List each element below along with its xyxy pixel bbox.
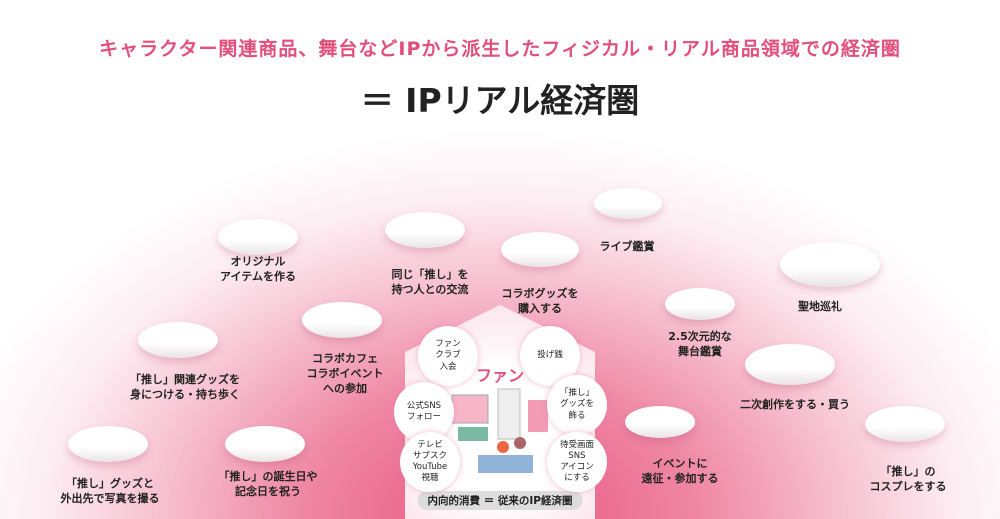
- activity-label-line: アイテムを作る: [220, 269, 296, 283]
- activity-label-line: 聖地巡礼: [798, 300, 842, 313]
- bubble-label-line: 入会: [439, 361, 457, 372]
- bubble-label-line: ファン: [435, 339, 461, 350]
- activity-label: 「推し」のコスプレをする: [870, 465, 947, 495]
- activity-platform: [780, 242, 880, 287]
- activity-platform: [501, 232, 579, 268]
- activity-platform: [625, 406, 695, 438]
- activity-label: 聖地巡礼: [798, 300, 842, 315]
- activity-label-line: イベントに: [652, 457, 708, 470]
- subtitle: キャラクター関連商品、舞台などIPから派生したフィジカル・リアル商品領域での経済…: [99, 38, 901, 60]
- activity-label-line: ライブ鑑賞: [599, 240, 655, 253]
- activity-platform: [302, 302, 382, 338]
- activity-label-line: 身につける・持ち歩く: [130, 387, 240, 401]
- bubble-label-line: サブスク: [412, 450, 447, 461]
- activity-label-line: 「推し」関連グッズを: [130, 373, 240, 386]
- activity-label-line: 2.5次元的な: [668, 330, 732, 343]
- activity-label-line: 「推し」の誕生日や: [218, 470, 318, 483]
- activity-label-line: 外出先で写真を撮る: [60, 491, 160, 505]
- page-title: ＝ IPリアル経済圏: [360, 81, 640, 120]
- activity-label: イベントに遠征・参加する: [642, 457, 719, 487]
- bubble-label-line: にする: [564, 473, 590, 484]
- bubble-label-line: YouTube: [412, 462, 448, 472]
- activity-platform: [225, 426, 305, 462]
- activity-platform: [865, 406, 945, 442]
- living-room-illustration: [451, 388, 548, 473]
- activity-label-line: 購入する: [518, 301, 562, 315]
- activity-label-line: 「推し」の: [880, 465, 936, 478]
- activity-label-line: 舞台鑑賞: [678, 344, 722, 358]
- activity-label: オリジナルアイテムを作る: [220, 255, 296, 285]
- activity-label-line: コラボグッズを: [501, 287, 579, 300]
- activity-label: コラボグッズを購入する: [502, 287, 579, 317]
- activity-label: 「推し」グッズと外出先で写真を撮る: [61, 477, 160, 507]
- activity-label-line: コラボイベント: [306, 366, 384, 380]
- fan-label: ファン: [475, 366, 525, 385]
- activity-label-line: コラボカフェ: [312, 352, 378, 365]
- bubble-label-line: SNS: [568, 450, 586, 461]
- activity-label-line: オリジナル: [230, 255, 286, 268]
- activity-label: コラボカフェコラボイベントへの参加: [307, 352, 384, 397]
- activity-platform: [665, 288, 735, 320]
- activity-label-line: 記念日を祝う: [235, 484, 301, 498]
- activity-label-line: 「推し」グッズと: [66, 477, 154, 490]
- activity-label-line: への参加: [323, 381, 367, 395]
- activity-platform: [138, 322, 218, 358]
- bubble-label-line: 視聴: [421, 473, 439, 484]
- center-footer: 内向的消費 ＝ 従来のIP経済圏: [417, 491, 583, 510]
- bubble-label-line: 投げ銭: [537, 350, 563, 361]
- bubble-label-line: クラブ: [435, 350, 461, 361]
- activity-label: 二次創作をする・買う: [740, 398, 850, 413]
- bubble-label-line: グッズを: [559, 399, 594, 410]
- activity-label: 「推し」関連グッズを身につける・持ち歩く: [130, 373, 240, 403]
- activity-platform: [218, 219, 298, 255]
- activity-label: 「推し」の誕生日や記念日を祝う: [219, 470, 318, 500]
- activity-platform: [745, 344, 835, 385]
- activity-label-line: コスプレをする: [869, 479, 947, 493]
- bubble-label-line: 飾る: [568, 410, 586, 421]
- bubble-label-line: アイコン: [560, 462, 594, 472]
- activity-label-line: 二次創作をする・買う: [740, 398, 850, 411]
- bubble-label-line: テレビ: [417, 439, 443, 450]
- activity-platform: [594, 188, 662, 219]
- activity-platform: [68, 426, 148, 462]
- activity-platform: [385, 212, 465, 248]
- activity-label-line: 同じ「推し」を: [391, 268, 469, 281]
- fan-activity-bubble: 「推し」グッズを飾る: [547, 375, 607, 435]
- bubble-label-line: 待受画面: [559, 439, 594, 450]
- activity-label: ライブ鑑賞: [600, 240, 655, 255]
- bubble-label-line: 公式SNS: [406, 400, 442, 411]
- activity-label-line: 遠征・参加する: [641, 471, 719, 485]
- activity-label: 2.5次元的な舞台鑑賞: [668, 330, 732, 360]
- bubble-label-line: フォロー: [406, 412, 441, 422]
- activity-label: 同じ「推し」を持つ人との交流: [392, 268, 469, 298]
- fan-activity-bubble: ファンクラブ入会: [418, 326, 478, 386]
- activity-label-line: 持つ人との交流: [391, 282, 469, 296]
- bubble-label-line: 「推し」: [559, 388, 594, 399]
